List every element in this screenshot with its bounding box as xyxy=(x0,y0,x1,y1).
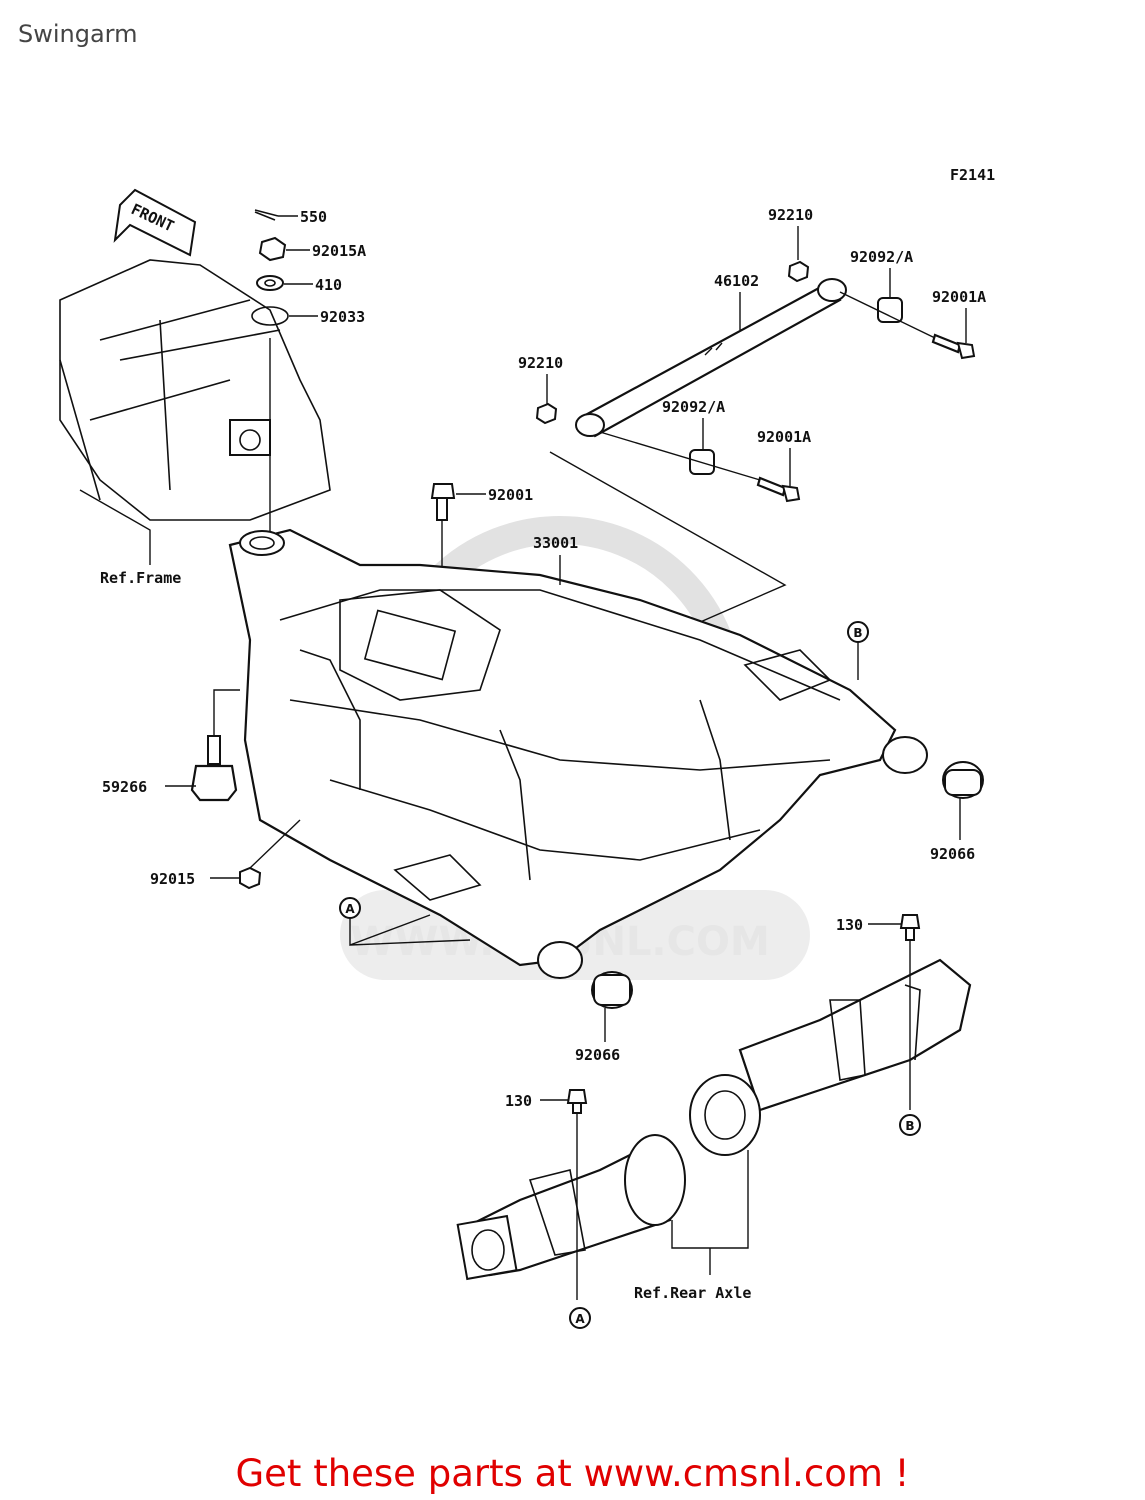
part-92015-label: 92015 xyxy=(150,870,195,888)
svg-text:B: B xyxy=(905,1119,914,1133)
part-92001A-mid-label: 92001A xyxy=(757,428,811,446)
figure-code: F2141 xyxy=(950,166,995,184)
tie-rod xyxy=(575,278,847,438)
svg-text:B: B xyxy=(853,626,862,640)
part-92210-top-label: 92210 xyxy=(768,206,813,224)
frame-section xyxy=(59,259,331,565)
part-130-right-label: 130 xyxy=(836,916,863,934)
marker-b-top: B xyxy=(847,621,869,643)
bolt-icon-mid xyxy=(756,476,801,503)
svg-text:A: A xyxy=(575,1312,585,1326)
front-arrow-icon: FRONT xyxy=(113,188,197,257)
cap-icon-bottom xyxy=(591,971,633,1009)
bolt-icon-top xyxy=(931,333,976,360)
ref-frame-label: Ref.Frame xyxy=(100,569,181,587)
part-92015A-label: 92015A xyxy=(312,242,366,260)
swingarm-frame xyxy=(228,528,928,979)
ref-rear-axle-label: Ref.Rear Axle xyxy=(634,1284,751,1302)
nut-icon-92210-top xyxy=(787,260,810,283)
page-title: Swingarm xyxy=(18,20,138,48)
bolt-icon-130-left xyxy=(566,1089,588,1114)
marker-b-bottom: B xyxy=(899,1114,921,1136)
part-46102-label: 46102 xyxy=(714,272,759,290)
cap-icon-right xyxy=(942,761,984,799)
axle-housing-left xyxy=(456,1134,686,1281)
marker-a-top: A xyxy=(339,897,361,919)
part-92092A-mid-label: 92092/A xyxy=(662,398,725,416)
bolt-icon-130-right xyxy=(899,914,921,941)
nut-icon-92210-mid xyxy=(535,402,558,425)
part-92210-mid-label: 92210 xyxy=(518,354,563,372)
circlip-icon xyxy=(251,306,289,326)
part-92066-right-label: 92066 xyxy=(930,845,975,863)
part-33001-label: 33001 xyxy=(533,534,578,552)
part-92092A-top-label: 92092/A xyxy=(850,248,913,266)
cta-text[interactable]: Get these parts at www.cmsnl.com ! xyxy=(235,1452,910,1495)
part-92001A-top-label: 92001A xyxy=(932,288,986,306)
damper-icon xyxy=(190,735,238,802)
part-410-label: 410 xyxy=(315,276,342,294)
washer-icon xyxy=(256,275,284,291)
part-550-label: 550 xyxy=(300,208,327,226)
marker-a-bottom: A xyxy=(569,1307,591,1329)
part-130-left-label: 130 xyxy=(505,1092,532,1110)
bolt-icon-92001 xyxy=(430,483,456,521)
part-92066-bottom-label: 92066 xyxy=(575,1046,620,1064)
part-92033-label: 92033 xyxy=(320,308,365,326)
nut-icon xyxy=(258,236,287,262)
bushing-icon-top xyxy=(877,297,903,323)
axle-housing-right xyxy=(689,958,972,1156)
part-59266-label: 59266 xyxy=(102,778,147,796)
nut-icon-92015 xyxy=(239,866,262,890)
svg-text:A: A xyxy=(345,902,355,916)
part-92001-label: 92001 xyxy=(488,486,533,504)
cotter-pin-icon xyxy=(254,209,279,221)
